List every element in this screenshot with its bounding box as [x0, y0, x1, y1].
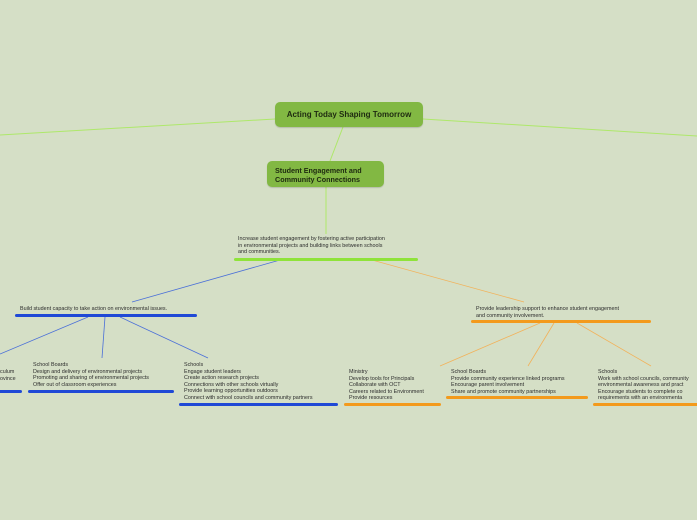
topic-heading: Ministry	[349, 369, 368, 375]
topic-line: Collaborate with OCT	[349, 382, 401, 389]
goal-line: in environmental projects and building l…	[238, 242, 383, 249]
topic-line: Create action research projects	[184, 375, 259, 382]
topic-line: Promoting and sharing of environmental p…	[33, 375, 149, 382]
connector-blue-left	[0, 316, 89, 355]
connector-root-right	[422, 118, 697, 137]
topic-line: Provide community experience linked prog…	[451, 375, 565, 382]
orange-schools-topic[interactable]: Schools Work with school councils, commu…	[598, 369, 697, 402]
subtopic-line-2: Community Connections	[275, 175, 361, 184]
topic-line: Engage student leaders	[184, 368, 241, 375]
blue-branch-underline	[15, 314, 197, 317]
blue-schools-topic[interactable]: Schools Engage student leaders Create ac…	[184, 362, 313, 402]
blue-left-partial-underline	[0, 390, 22, 393]
topic-line: Develop tools for Principals	[349, 375, 415, 382]
orange-school-boards-underline	[446, 396, 588, 399]
orange-branch-topic[interactable]: Provide leadership support to enhance st…	[476, 306, 619, 319]
blue-branch-title: Build student capacity to take action on…	[20, 306, 168, 312]
topic-line: Share and promote community partnerships	[451, 388, 556, 395]
goal-line: and communities.	[238, 249, 281, 256]
topic-heading: School Boards	[33, 362, 69, 368]
connector-orange-boards	[527, 322, 555, 367]
topic-line: ovince	[0, 375, 16, 382]
connector-root-left	[0, 118, 276, 136]
topic-heading: Schools	[598, 369, 618, 375]
blue-schools-underline	[179, 403, 338, 406]
orange-branch-line: and community involvement.	[476, 312, 545, 319]
goal-line: Increase student engagement by fostering…	[238, 236, 385, 242]
orange-branch-underline	[471, 320, 651, 323]
orange-school-boards-topic[interactable]: School Boards Provide community experien…	[451, 369, 565, 395]
topic-line: Connections with other schools virtually	[184, 381, 279, 388]
topic-line: environmental awareness and pract	[598, 382, 684, 389]
orange-ministry-topic[interactable]: Ministry Develop tools for Principals Co…	[349, 369, 424, 402]
topic-line: Encourage parent involvement	[451, 382, 525, 389]
topic-heading: School Boards	[451, 369, 487, 375]
connector-goal-orange	[371, 259, 525, 303]
connector-root-sub	[329, 126, 344, 162]
topic-line: culum	[0, 369, 15, 375]
orange-branch-line: Provide leadership support to enhance st…	[476, 306, 619, 312]
connector-blue-schools	[119, 316, 209, 359]
connector-orange-ministry	[439, 322, 541, 367]
goal-topic[interactable]: Increase student engagement by fostering…	[238, 236, 385, 256]
topic-line: Work with school councils, community	[598, 375, 689, 382]
topic-heading: Schools	[184, 362, 204, 368]
connector-orange-schools	[576, 322, 652, 367]
topic-line: Design and delivery of environmental pro…	[33, 368, 143, 375]
blue-school-boards-underline	[28, 390, 174, 393]
topic-line: Connect with school councils and communi…	[184, 394, 313, 401]
topic-line: Provide resources	[349, 395, 393, 402]
topic-line: Encourage students to complete co	[598, 388, 683, 395]
orange-ministry-underline	[344, 403, 441, 406]
topic-line: Careers related to Environment	[349, 388, 424, 395]
connector-goal-blue	[131, 259, 281, 303]
topic-line: Offer out of classroom experiences	[33, 381, 117, 388]
topic-line: requirements with an environmenta	[598, 395, 683, 402]
orange-schools-underline	[593, 403, 697, 406]
topic-line: Provide learning opportunities outdoors	[184, 388, 278, 395]
blue-left-partial-topic[interactable]: culum ovince	[0, 369, 22, 382]
blue-school-boards-topic[interactable]: School Boards Design and delivery of env…	[33, 362, 149, 388]
root-node[interactable]: Acting Today Shaping Tomorrow	[275, 102, 423, 127]
subtopic-line-1: Student Engagement and	[275, 166, 362, 175]
blue-branch-topic[interactable]: Build student capacity to take action on…	[20, 306, 167, 313]
subtopic-node[interactable]: Student Engagement and Community Connect…	[267, 161, 384, 187]
connector-blue-boards	[101, 316, 106, 359]
goal-underline	[234, 258, 418, 261]
